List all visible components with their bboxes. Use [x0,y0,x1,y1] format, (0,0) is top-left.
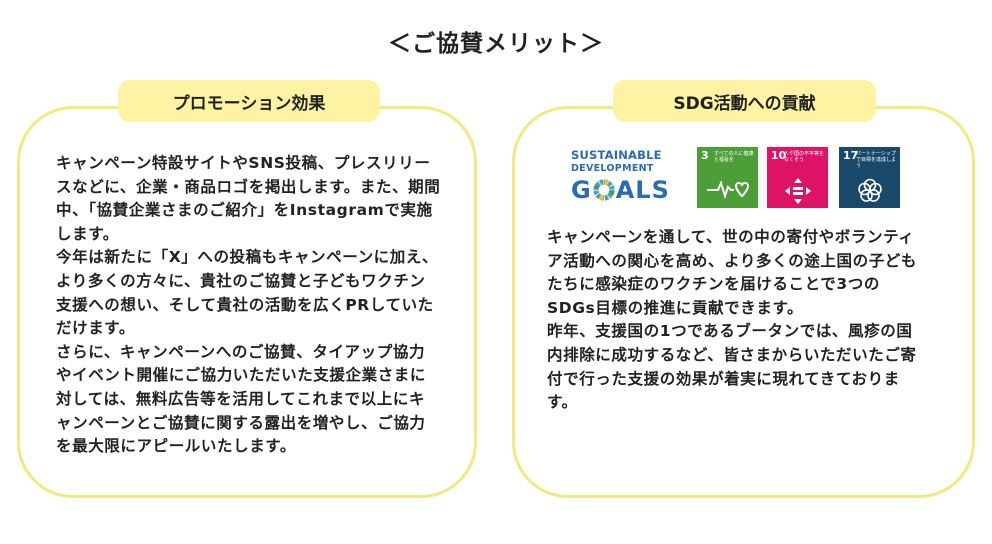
sdgs-logo-line3: G ALS [571,176,679,204]
sdgs-logo: SUSTAINABLE DEVELOPMENT G ALS [571,148,679,208]
goal-number: 17 [843,149,859,162]
sdg-body: キャンペーンを通して、世の中の寄付やボランティア活動への関心を高め、より多くの途… [547,226,927,415]
promotion-title: プロモーション効果 [118,80,380,122]
sdgs-logo-line2: DEVELOPMENT [571,163,654,174]
sdgs-logo-line1: SUSTAINABLE [571,148,662,162]
sdgs-wheel-icon [593,179,615,201]
sdg-goal-3-tile: 3 すべての人に健康と福祉を [697,147,758,208]
sdg-paragraph: 昨年、支援国の1つであるブータンでは、風疹の国内排除に成功するなど、皆さまからい… [547,322,917,412]
sdgs-logo-letters-als: ALS [615,176,670,204]
sdg-paragraph: キャンペーンを通して、世の中の寄付やボランティア活動への関心を高め、より多くの途… [547,228,917,317]
sdg-goal-10-tile: 10 人や国の不平等をなくそう [767,147,828,208]
promotion-paragraph: キャンペーン特設サイトやSNS投稿、プレスリリースなどに、企業・商品ロゴを掲出し… [56,154,441,243]
sdgs-logo-letter-g: G [571,176,592,204]
promotion-card [17,106,477,498]
sdg-goal-17-tile: 17 パートナーシップで目標を達成しよう [839,147,900,208]
goal-caption: すべての人に健康と福祉を [714,151,754,163]
equality-icon [784,178,811,204]
promotion-body: キャンペーン特設サイトやSNS投稿、プレスリリースなどに、企業・商品ロゴを掲出し… [56,152,441,459]
goal-caption: パートナーシップで目標を達成しよう [856,151,897,169]
page-heading: ＜ご協賛メリット＞ [388,31,604,57]
sdg-title: SDG活動への貢献 [613,80,876,122]
promotion-paragraph: さらに、キャンペーンへのご協賛、タイアップ協力やイベント開催にご協力いただいた支… [56,342,426,456]
promotion-paragraph: 今年は新たに「X」への投稿もキャンペーンに加え、より多くの方々に、貴社のご協賛と… [56,248,439,338]
partnership-rings-icon [857,178,882,202]
heartbeat-icon [706,180,749,200]
goal-number: 10 [771,149,787,162]
goal-number: 3 [701,149,709,162]
goal-caption: 人や国の不平等をなくそう [784,151,825,163]
